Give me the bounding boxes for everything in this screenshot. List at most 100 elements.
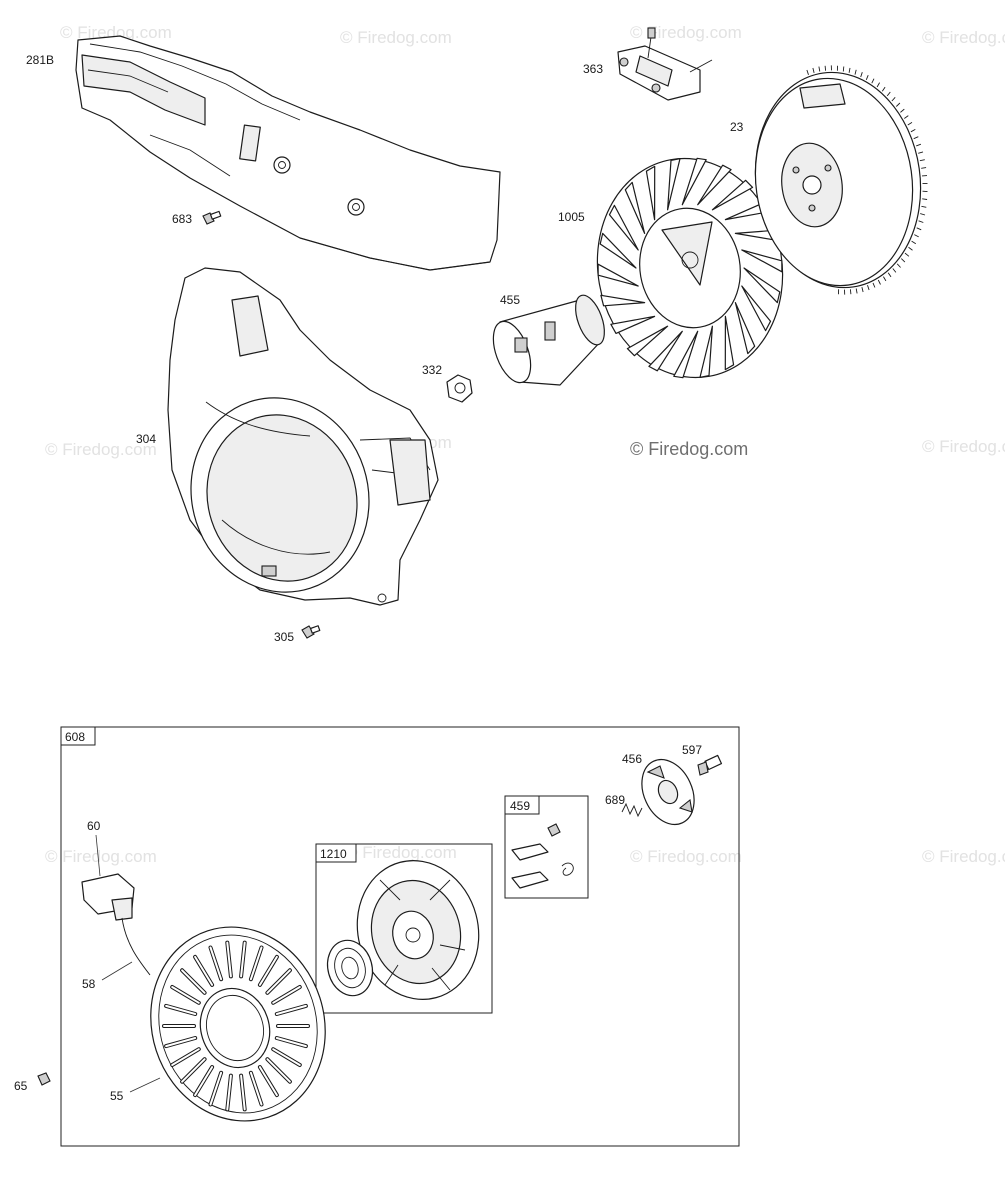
- callout-332: 332: [422, 363, 442, 377]
- part-55-starter-housing: [150, 926, 326, 1122]
- fan-blade: [626, 325, 669, 357]
- leader-lines: [95, 834, 161, 1093]
- callout-455: 455: [500, 293, 520, 307]
- fan-blade: [681, 157, 707, 206]
- part-683-screw: [202, 210, 222, 225]
- vent-slot-inner: [240, 941, 246, 978]
- vent-slot-inner: [266, 1058, 291, 1083]
- callout-1005: 1005: [558, 210, 585, 224]
- fan-blade: [608, 204, 639, 251]
- callout-55: 55: [110, 1089, 124, 1103]
- vent-slot-inner: [272, 1048, 301, 1066]
- callout-65: 65: [14, 1079, 28, 1093]
- watermark: © Firedog.com: [630, 23, 742, 42]
- fan-blade: [673, 330, 699, 379]
- kit-1210-label: 1210: [320, 847, 347, 861]
- vent-slot-inner: [171, 986, 200, 1004]
- vent-slot-inner: [226, 1074, 232, 1111]
- vent-slot-inner: [275, 1004, 307, 1015]
- fan-blade: [741, 249, 783, 273]
- fan-blade: [624, 181, 646, 234]
- fan-blade: [734, 302, 756, 355]
- watermark: © Firedog.com: [45, 847, 157, 866]
- part-281b-shroud-plate: [75, 35, 501, 271]
- part-305-screw: [301, 625, 321, 639]
- fan-blade: [697, 164, 732, 206]
- housing-vent-slots: [162, 940, 310, 1112]
- vent-slot-inner: [272, 986, 301, 1004]
- fan-blade: [741, 285, 772, 332]
- part-455-starter-cup: [492, 294, 605, 386]
- vent-slot-inner: [258, 1066, 278, 1097]
- fan-blade: [743, 267, 781, 304]
- fan-blade: [648, 330, 683, 372]
- watermark: © Firedog.com: [45, 440, 157, 459]
- assembly-608-box: 608: [60, 726, 740, 1147]
- fan-blade: [667, 158, 681, 211]
- lower-callouts: 60 58 55 65 456 597 689: [14, 743, 702, 1103]
- ring-gear-teeth: [806, 65, 928, 295]
- vent-slot-inner: [194, 1066, 214, 1097]
- fan-blade: [599, 232, 637, 269]
- callout-60: 60: [87, 819, 101, 833]
- watermark-center: © Firedog.com: [630, 439, 748, 459]
- gear-teeth: [806, 65, 928, 295]
- fan-blade: [600, 294, 646, 307]
- vent-slot-inner: [266, 969, 291, 994]
- watermark: © Firedog.com: [340, 28, 452, 47]
- watermark: © Firedog.com: [345, 843, 457, 862]
- part-332-nut: [446, 374, 473, 403]
- vent-slot-inner: [249, 1071, 263, 1106]
- vent-slot-inner: [165, 1004, 197, 1015]
- fan-blades: [597, 157, 783, 379]
- callout-689: 689: [605, 793, 625, 807]
- watermark: © Firedog.com: [60, 23, 172, 42]
- callout-456: 456: [622, 752, 642, 766]
- vent-slot-inner: [181, 1058, 206, 1083]
- part-363-armature: [617, 27, 713, 101]
- callout-597: 597: [682, 743, 702, 757]
- fan-blade: [597, 263, 639, 287]
- callout-363: 363: [583, 62, 603, 76]
- vent-slot-inner: [171, 1048, 200, 1066]
- watermark: © Firedog.com: [630, 847, 742, 866]
- watermark: © Firedog.com: [922, 437, 1005, 456]
- part-597-screw: [697, 754, 723, 776]
- callout-58: 58: [82, 977, 96, 991]
- kit-1210-box: 1210: [315, 843, 493, 1014]
- vent-slot-inner: [258, 955, 278, 986]
- vent-slot-inner: [275, 1037, 307, 1048]
- fan-blade: [699, 325, 713, 378]
- part-60-starter-handle: [81, 873, 151, 976]
- callout-23: 23: [730, 120, 744, 134]
- callout-304: 304: [136, 432, 156, 446]
- fan-blade: [645, 165, 656, 221]
- vent-slot-inner: [181, 969, 206, 994]
- vent-slot-inner: [249, 946, 263, 981]
- part-65-screw: [37, 1072, 51, 1086]
- kit-459-box: 459: [504, 795, 589, 899]
- part-304-blower-housing: [167, 267, 439, 606]
- part-456-pawl-plate: [641, 758, 695, 826]
- callout-683: 683: [172, 212, 192, 226]
- assembly-608-label: 608: [65, 730, 85, 744]
- fan-blade: [711, 179, 754, 211]
- vent-slot-inner: [194, 955, 214, 986]
- vent-slot-inner: [226, 941, 232, 978]
- upper-callouts: 281B 683 304 305 332 455 1005 23 363: [26, 53, 744, 644]
- watermark: © Firedog.com: [922, 28, 1005, 47]
- vent-slot-inner: [209, 946, 223, 981]
- fan-blade: [724, 315, 735, 371]
- watermarks: © Firedog.com © Firedog.com © Firedog.co…: [45, 23, 1005, 866]
- kit-459-label: 459: [510, 799, 530, 813]
- callout-305: 305: [274, 630, 294, 644]
- part-23-flywheel: [754, 65, 928, 295]
- fan-blade: [610, 315, 656, 334]
- callout-281b: 281B: [26, 53, 54, 67]
- watermark: © Firedog.com: [922, 847, 1005, 866]
- vent-slot-inner: [240, 1074, 246, 1111]
- part-1005-fan: [596, 157, 784, 379]
- part-689-spring: [621, 802, 643, 818]
- vent-slot-inner: [209, 1071, 223, 1106]
